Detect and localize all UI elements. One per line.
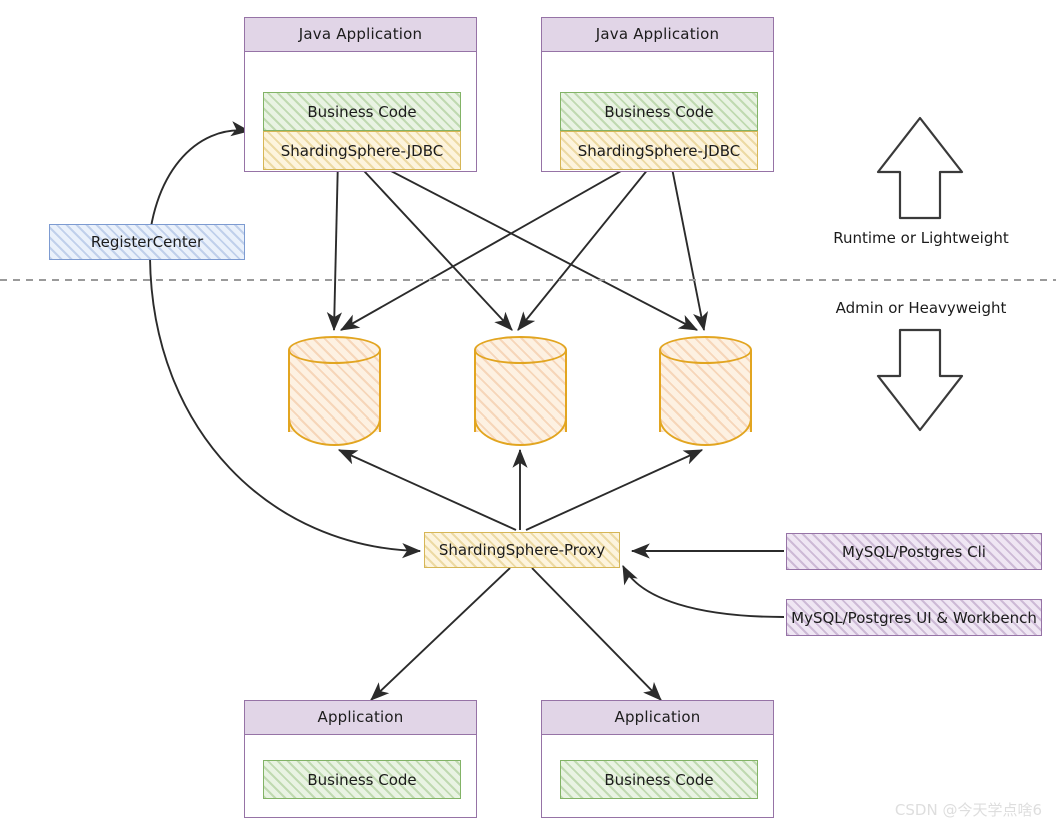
java-application-2-title: Java Application — [542, 18, 773, 52]
mysql-postgres-cli-box[interactable]: MySQL/Postgres Cli — [786, 533, 1042, 570]
mysql-postgres-cli-label: MySQL/Postgres Cli — [842, 542, 986, 561]
cylinder-top-3 — [659, 336, 752, 364]
register-center-box[interactable]: RegisterCenter — [49, 224, 245, 260]
shardingsphere-jdbc-label-1: ShardingSphere-JDBC — [280, 141, 444, 160]
arrow-down-outline — [876, 328, 964, 432]
arrow-up-outline — [876, 116, 964, 220]
business-code-label-3: Business Code — [307, 770, 417, 789]
legend-upper-label: Runtime or Lightweight — [833, 229, 1009, 247]
application-2: Application Business Code — [541, 700, 774, 818]
shardingsphere-proxy-box[interactable]: ShardingSphere-Proxy — [424, 532, 620, 568]
shardingsphere-proxy-label: ShardingSphere-Proxy — [438, 541, 606, 559]
shardingsphere-jdbc-label-2: ShardingSphere-JDBC — [577, 141, 741, 160]
cylinder-bottom-1 — [288, 418, 381, 446]
business-code-label-1: Business Code — [307, 102, 417, 121]
database-cylinder-1[interactable] — [288, 336, 381, 446]
business-code-block-3[interactable]: Business Code — [263, 760, 461, 799]
application-1: Application Business Code — [244, 700, 477, 818]
business-code-label-4: Business Code — [604, 770, 714, 789]
business-code-block-1[interactable]: Business Code — [263, 92, 461, 131]
java-application-1: Java Application Business Code ShardingS… — [244, 17, 477, 172]
business-code-block-4[interactable]: Business Code — [560, 760, 758, 799]
application-1-title: Application — [245, 701, 476, 735]
mysql-postgres-ui-workbench-box[interactable]: MySQL/Postgres UI & Workbench — [786, 599, 1042, 636]
java-application-2: Java Application Business Code ShardingS… — [541, 17, 774, 172]
java-application-1-title: Java Application — [245, 18, 476, 52]
cylinder-bottom-2 — [474, 418, 567, 446]
mysql-postgres-ui-workbench-label: MySQL/Postgres UI & Workbench — [791, 608, 1037, 627]
legend-lower-label: Admin or Heavyweight — [835, 299, 1007, 317]
database-cylinder-3[interactable] — [659, 336, 752, 446]
database-cylinder-2[interactable] — [474, 336, 567, 446]
register-center-label: RegisterCenter — [90, 233, 204, 251]
watermark-text: CSDN @今天学点啥6 — [894, 801, 1042, 819]
business-code-label-2: Business Code — [604, 102, 714, 121]
shardingsphere-jdbc-block-1[interactable]: ShardingSphere-JDBC — [263, 131, 461, 170]
cylinder-bottom-3 — [659, 418, 752, 446]
cylinder-top-2 — [474, 336, 567, 364]
business-code-block-2[interactable]: Business Code — [560, 92, 758, 131]
application-2-title: Application — [542, 701, 773, 735]
cylinder-top-1 — [288, 336, 381, 364]
shardingsphere-jdbc-block-2[interactable]: ShardingSphere-JDBC — [560, 131, 758, 170]
